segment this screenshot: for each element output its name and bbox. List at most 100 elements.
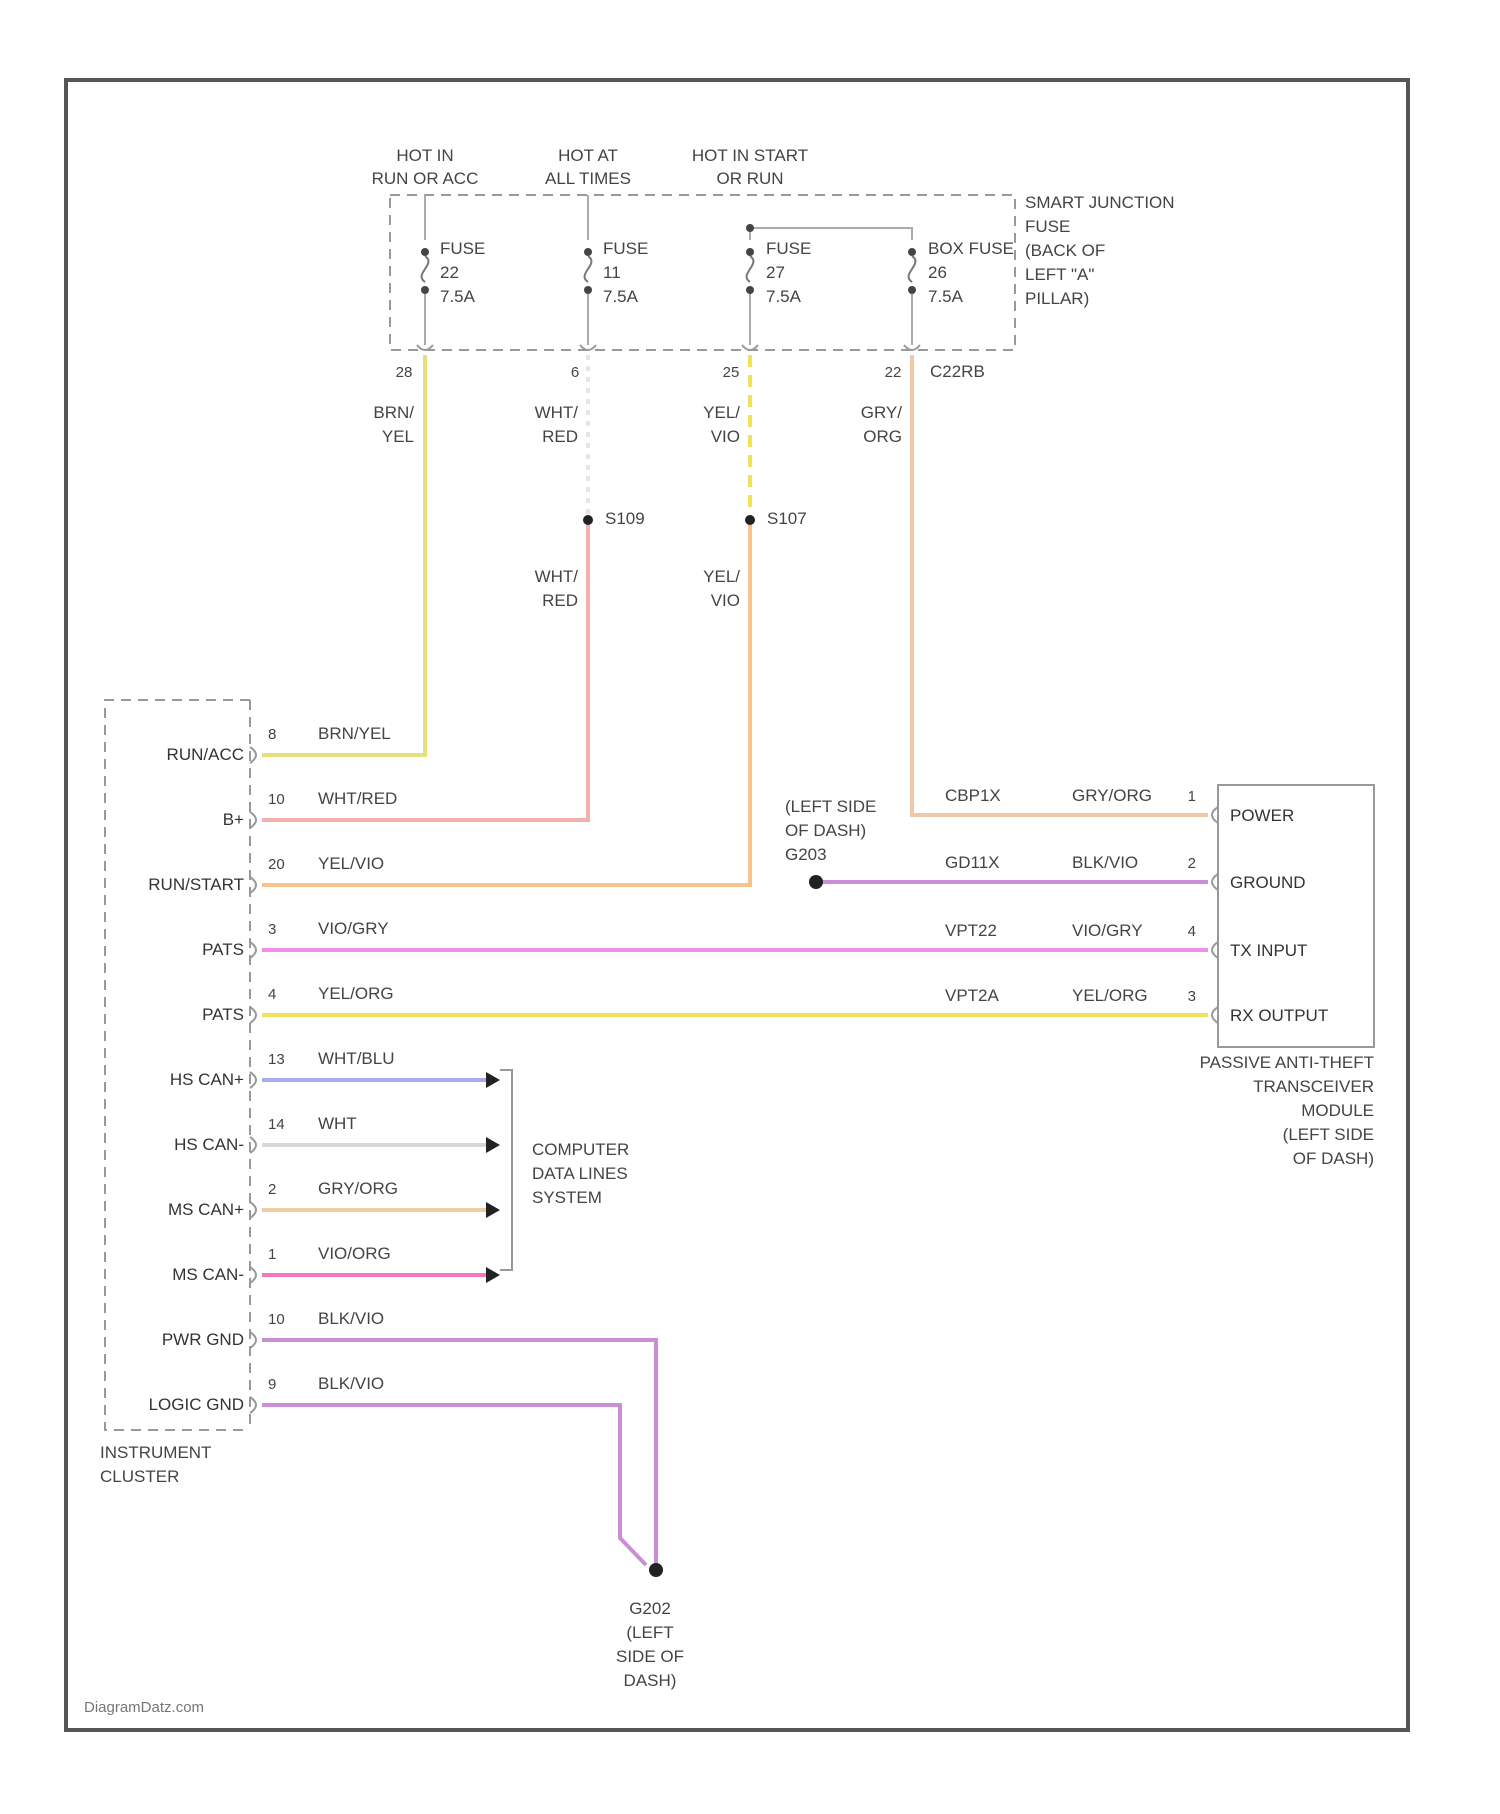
cluster-pin-label: HS CAN+ (170, 1070, 244, 1089)
fuse2-name: FUSE (603, 239, 648, 258)
wire-gry-org-power (912, 355, 1208, 815)
pats-circuit-id: CBP1X (945, 786, 1001, 805)
cluster-wire-color: YEL/ORG (318, 984, 394, 1003)
cluster-wire-color: VIO/GRY (318, 919, 389, 938)
junction-label-line3: (BACK OF (1025, 241, 1105, 260)
cluster-pin-label: LOGIC GND (149, 1395, 244, 1414)
instrument-cluster-name-line1: INSTRUMENT (100, 1443, 211, 1462)
splice-s107-wire-line2: VIO (711, 591, 740, 610)
pats-module-name-line2: TRANSCEIVER (1253, 1077, 1374, 1096)
cluster-pin-label: PWR GND (162, 1330, 244, 1349)
watermark: DiagramDatz.com (84, 1699, 204, 1716)
pats-pins-layer: POWER1GRY/ORGCBP1XGROUND2BLK/VIOGD11XTX … (945, 786, 1328, 1025)
pats-module-name-line4: (LEFT SIDE (1283, 1125, 1374, 1144)
power-source-run-acc-line1: HOT IN (396, 146, 453, 165)
pats-pin-label: RX OUTPUT (1230, 1006, 1328, 1025)
fuse4-number: 26 (928, 263, 947, 282)
cluster-pin-number: 1 (268, 1246, 276, 1263)
pats-pin-label: POWER (1230, 806, 1294, 825)
power-source-start-run-line1: HOT IN START (692, 146, 808, 165)
ground-g202-symbol (649, 1563, 663, 1577)
ground-left-dash-line2: OF DASH) (785, 821, 866, 840)
cluster-pin-number: 2 (268, 1181, 276, 1198)
wires-layer (262, 355, 1208, 1565)
wire4-upper-line1: GRY/ (861, 403, 903, 422)
cluster-pin-label: HS CAN- (174, 1135, 244, 1154)
wire2-upper-line2: RED (542, 427, 578, 446)
fuse4-name: BOX FUSE (928, 239, 1014, 258)
fuse3-terminal: 25 (723, 364, 740, 381)
can-arrow-4 (486, 1267, 500, 1283)
ground-left-dash-line1: (LEFT SIDE (785, 797, 876, 816)
junction-label-line4: LEFT "A" (1025, 265, 1094, 284)
cluster-pin-label: PATS (202, 1005, 244, 1024)
data-lines-label-line2: DATA LINES (532, 1164, 628, 1183)
fuse2-terminal: 6 (571, 364, 579, 381)
cluster-pin-label: MS CAN+ (168, 1200, 244, 1219)
data-lines-bracket (500, 1070, 512, 1270)
cluster-pin-number: 10 (268, 791, 285, 808)
pats-pin-number: 1 (1188, 788, 1196, 805)
splice-s107-wire-line1: YEL/ (703, 567, 740, 586)
cluster-pin-label: RUN/START (148, 875, 244, 894)
fuse1-name: FUSE (440, 239, 485, 258)
splice-s107-dot (745, 515, 755, 525)
power-source-start-run-line2: OR RUN (716, 169, 783, 188)
pats-pin-number: 2 (1188, 855, 1196, 872)
cluster-pin-number: 3 (268, 921, 276, 938)
cluster-wire-color: WHT/BLU (318, 1049, 395, 1068)
wire4-upper-line2: ORG (863, 427, 902, 446)
power-source-all-times-line2: ALL TIMES (545, 169, 631, 188)
fuse3-rating: 7.5A (766, 287, 802, 306)
cluster-pin-number: 10 (268, 1311, 285, 1328)
pats-module-name-line5: OF DASH) (1293, 1149, 1374, 1168)
pats-pin-number: 3 (1188, 988, 1196, 1005)
wire1-upper-line1: BRN/ (373, 403, 414, 422)
fuse1-rating: 7.5A (440, 287, 476, 306)
splice-s109-wire-line1: WHT/ (535, 567, 579, 586)
power-source-all-times-line1: HOT AT (558, 146, 618, 165)
fuse2-number: 11 (603, 263, 621, 282)
pats-circuit-id: VPT22 (945, 921, 997, 940)
wire-logic-gnd (262, 1405, 646, 1565)
splice-s107-id: S107 (767, 509, 807, 528)
power-source-run-acc-line2: RUN OR ACC (372, 169, 479, 188)
cluster-pin-number: 9 (268, 1376, 276, 1393)
cluster-wire-color: BRN/YEL (318, 724, 391, 743)
cluster-wire-color: BLK/VIO (318, 1374, 384, 1393)
splice-s109-id: S109 (605, 509, 645, 528)
cluster-wire-color: YEL/VIO (318, 854, 384, 873)
ground-left-dash-line3: G203 (785, 845, 827, 864)
diagram-frame (66, 80, 1408, 1730)
fuse2-rating: 7.5A (603, 287, 639, 306)
wire3-upper-line2: VIO (711, 427, 740, 446)
junction-bus-dot (746, 224, 754, 232)
pats-wire-color: BLK/VIO (1072, 853, 1138, 872)
pats-circuit-id: VPT2A (945, 986, 1000, 1005)
fuse-3 (746, 248, 754, 345)
connector-label: C22RB (930, 362, 985, 381)
wire3-upper-line1: YEL/ (703, 403, 740, 422)
cluster-pin-number: 13 (268, 1051, 285, 1068)
cluster-pin-label: MS CAN- (172, 1265, 244, 1284)
ground-bottom-line1: G202 (629, 1599, 671, 1618)
pats-pin-label: GROUND (1230, 873, 1306, 892)
fuse-1 (421, 248, 429, 345)
cluster-wire-color: BLK/VIO (318, 1309, 384, 1328)
instrument-cluster-name-line2: CLUSTER (100, 1467, 179, 1486)
fuse-4 (908, 248, 916, 345)
cluster-pin-number: 8 (268, 726, 276, 743)
cluster-wire-color: WHT (318, 1114, 357, 1133)
pats-module-name-line3: MODULE (1301, 1101, 1374, 1120)
cluster-pin-number: 4 (268, 986, 276, 1003)
fuse1-number: 22 (440, 263, 459, 282)
ground-bottom-line3: SIDE OF (616, 1647, 684, 1666)
can-arrow-1 (486, 1072, 500, 1088)
pats-circuit-id: GD11X (945, 853, 1000, 872)
splice-s109-dot (583, 515, 593, 525)
fuse-2 (584, 248, 592, 345)
fuse3-number: 27 (766, 263, 785, 282)
cluster-pin-number: 14 (268, 1116, 285, 1133)
